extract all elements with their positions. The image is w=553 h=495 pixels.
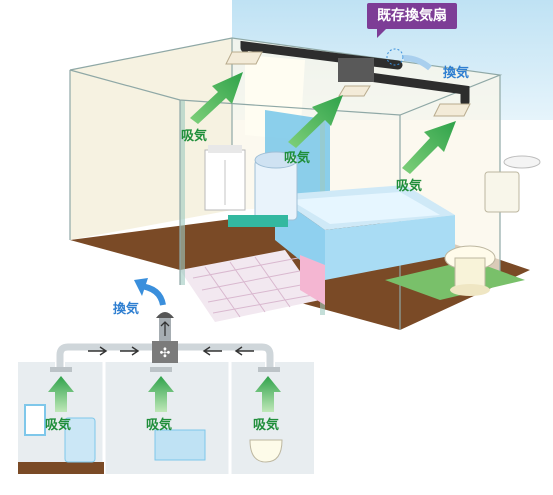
duct-flow-arrows [88,346,254,356]
intake-label-room1: 吸気 [181,129,208,144]
intake-label-bottom-left: 吸気 [45,418,72,433]
exhaust-out-arrow [403,55,432,71]
intake-arrow-bottom-center [148,376,174,412]
partition-1 [180,100,185,285]
bath-mat [228,215,288,227]
toilet-tank [484,171,520,213]
ceiling-vent-3 [433,103,471,117]
intake-arrow-bottom-right [255,376,281,412]
existing-fan-badge: 既存換気扇 [367,3,457,38]
bathtub-front [325,215,455,280]
intake-label-room3: 吸気 [396,179,423,194]
intake-arrow-bottom-left [48,376,74,412]
schematic: ✣ [18,278,314,474]
washing-machine [254,159,298,221]
existing-fan-box [338,58,374,82]
intake-arrow-room1 [190,72,243,124]
exhaust-label-bottom: 換気 [113,302,140,317]
ceiling-vent-2 [338,85,371,97]
tub-panel-pink [300,255,325,305]
exhaust-curve-arrow [134,278,148,296]
ceiling-vent-1 [225,51,263,65]
hand-sink [503,155,541,169]
intake-label-bottom-center: 吸気 [146,418,173,433]
intake-label-room2: 吸気 [284,151,311,166]
intake-arrow-room3 [402,121,456,174]
back-wall-left [70,38,232,240]
tile-grid [192,256,319,318]
svg-text:✣: ✣ [160,346,171,361]
house-cutaway [69,37,541,330]
intake-label-bottom-right: 吸気 [253,418,280,433]
tile-floor [180,250,320,322]
intake-arrow-room2 [288,95,343,148]
bathtub-water [290,192,440,224]
fan-unit [152,341,178,363]
exhaust-label-top: 換気 [443,66,470,81]
